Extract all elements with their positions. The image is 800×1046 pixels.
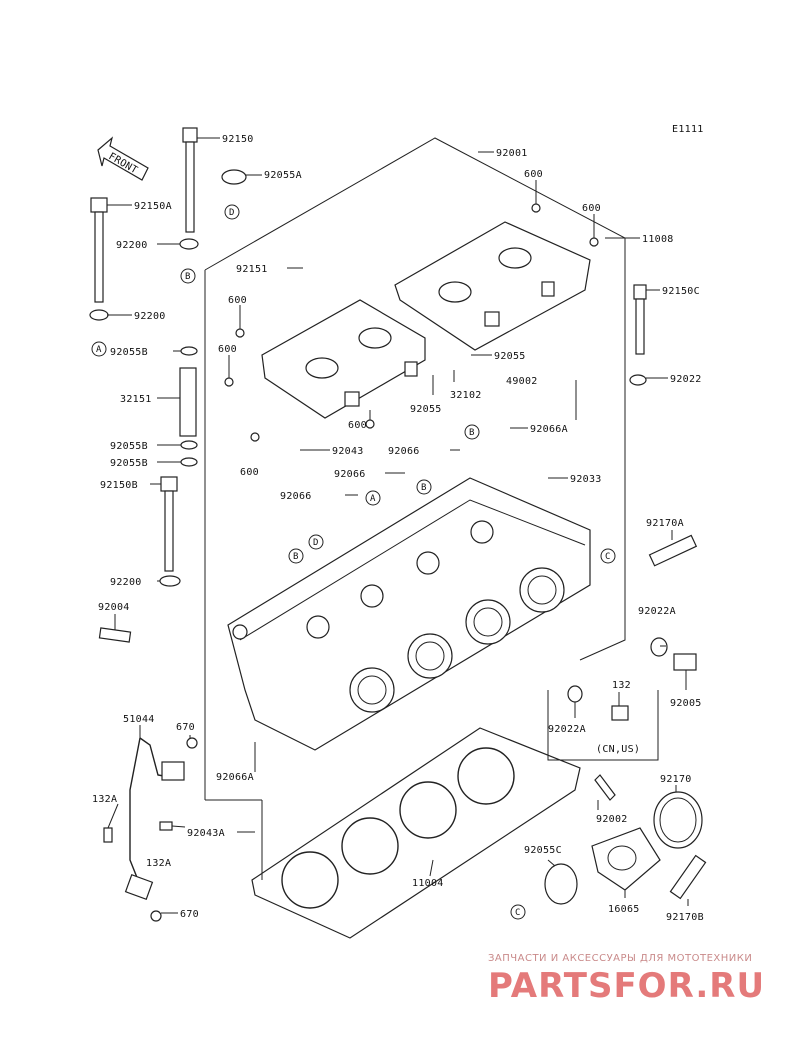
marker-b: B [185,272,190,282]
part-label: 92200 [134,311,166,322]
part-label: 92055B [110,347,148,358]
part-label: 92002 [596,814,628,825]
part-label: 600 [228,295,247,306]
watermark: ЗАПЧАСТИ И АКСЕССУАРЫ ДЛЯ МОТОТЕХНИКИ PA… [488,953,765,1006]
marker-c2: C [515,908,520,918]
leader-lines [107,137,689,914]
part-label: 92151 [236,264,268,275]
camshaft-holder-upper [394,221,591,351]
part-label: 32151 [120,394,152,405]
part-label: 92200 [110,577,142,588]
part-label: 132 [612,680,631,691]
marker-d2: D [313,538,318,548]
part-label: 92066A [216,772,254,783]
part-label: 132A [146,858,171,869]
part-label: 92066 [388,446,420,457]
part-label: 92022A [548,724,586,735]
part-number-labels: 92150 92055A 92150A 92200 92151 92200 92… [92,134,704,923]
part-label: 92150C [662,286,700,297]
part-label: 600 [348,420,367,431]
part-label: 92170A [646,518,684,529]
part-label: 32102 [450,390,482,401]
marker-b2: B [469,428,474,438]
part-label: 670 [180,909,199,920]
part-label: 92022 [670,374,702,385]
front-arrow-icon: FRONT [97,136,149,181]
part-label: 92033 [570,474,602,485]
diagram-code: E1111 [672,124,704,135]
part-label: 92022A [638,606,676,617]
part-label: 92170B [666,912,704,923]
part-label: 600 [524,169,543,180]
part-label: 92200 [116,240,148,251]
part-label: 49002 [506,376,538,387]
part-label: 92055 [494,351,526,362]
part-label: 51044 [123,714,155,725]
region-note: (CN,US) [596,744,640,755]
marker-b3: B [421,483,426,493]
part-label: 600 [240,467,259,478]
part-label: 92150A [134,201,172,212]
part-label: 92055A [264,170,302,181]
head-gasket [251,727,581,939]
camshaft-holder-lower [261,299,426,419]
part-label: 600 [582,203,601,214]
part-label: 92055 [410,404,442,415]
part-label: 92055C [524,845,562,856]
right-side-parts [544,284,707,905]
cylinder-head-body [227,477,591,751]
watermark-caption: ЗАПЧАСТИ И АКСЕССУАРЫ ДЛЯ МОТОТЕХНИКИ [488,953,752,964]
part-label: 670 [176,722,195,733]
part-label: 92170 [660,774,692,785]
marker-a: A [96,345,102,355]
part-label: 92066A [530,424,568,435]
part-label: 600 [218,344,237,355]
part-label: 11004 [412,878,444,889]
part-label: 92066 [334,469,366,480]
part-label: 92005 [670,698,702,709]
marker-d: D [229,208,234,218]
part-label: 92043 [332,446,364,457]
part-label: 92150 [222,134,254,145]
part-label: 92066 [280,491,312,502]
part-label: 92004 [98,602,130,613]
part-label: 16065 [608,904,640,915]
circle-markers: D B A B A B B D C C [91,204,616,920]
bolt-column-left [89,127,247,643]
part-label: 92150B [100,480,138,491]
marker-a2: A [370,494,376,504]
part-label: 92001 [496,148,528,159]
oil-pipe [103,737,198,922]
part-label: 11008 [642,234,674,245]
part-label: 92043A [187,828,225,839]
watermark-brand: PARTSFOR.RU [488,966,765,1006]
marker-b4: B [293,552,298,562]
marker-c: C [605,552,610,562]
part-label: 92055B [110,458,148,469]
part-label: 92055B [110,441,148,452]
part-label: 132A [92,794,117,805]
region-bracket [547,690,659,761]
